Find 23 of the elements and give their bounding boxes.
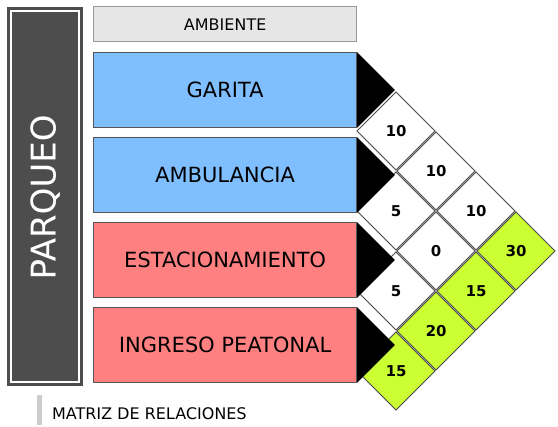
caption: MATRIZ DE RELACIONES: [52, 404, 247, 423]
value-label: 10: [386, 122, 406, 140]
space-box: [93, 307, 357, 383]
box-label: PARQUEO: [25, 114, 65, 280]
side-panel: [8, 8, 82, 385]
value-label: 5: [390, 202, 402, 220]
box-label: AMBULANCIA: [155, 163, 295, 187]
box-label: GARITA: [186, 78, 264, 102]
box-label: AMBIENTE: [184, 14, 266, 34]
value-label: 15: [466, 282, 486, 300]
space-box: [93, 52, 357, 128]
header-box: [93, 6, 357, 42]
value-label: 10: [466, 202, 486, 220]
value-label: 15: [386, 362, 406, 380]
value-label: 0: [430, 242, 442, 260]
value-label: 5: [390, 282, 402, 300]
box-label: INGRESO PEATONAL: [118, 333, 332, 357]
value-label: 10: [426, 162, 446, 180]
space-box: [93, 222, 357, 298]
space-box: [93, 137, 357, 213]
box-label: ESTACIONAMIENTO: [124, 248, 326, 272]
value-label: 20: [426, 322, 446, 340]
value-label: 30: [506, 242, 526, 260]
